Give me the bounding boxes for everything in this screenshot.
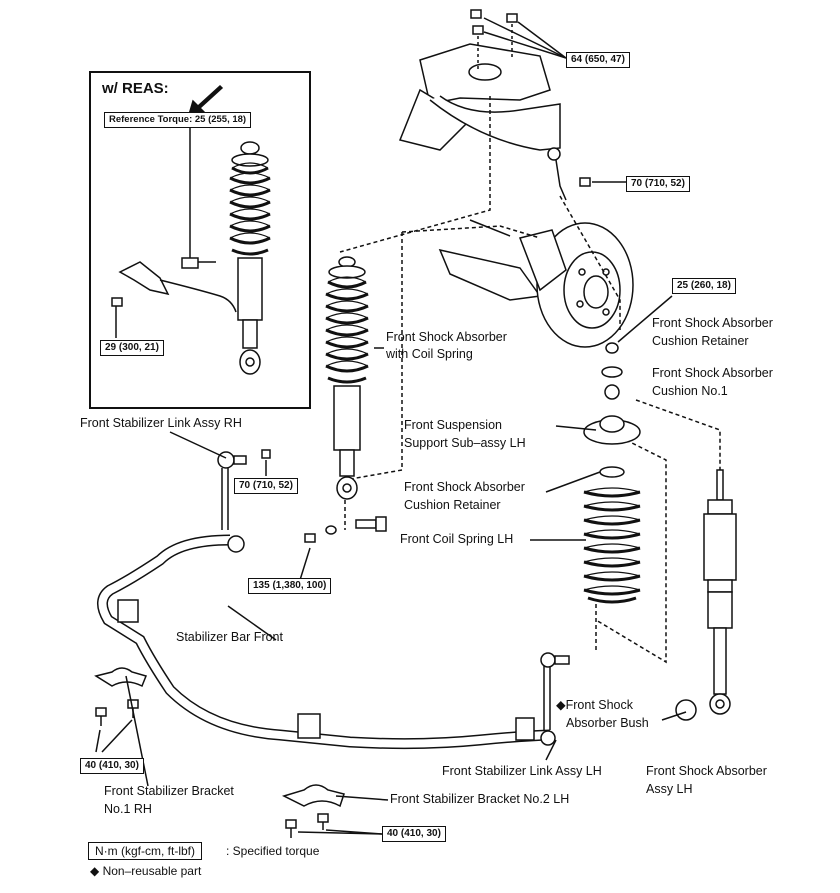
torque-top-nuts: 64 (650, 47) <box>566 52 630 68</box>
brake-disc-hub <box>518 222 634 348</box>
label-bush-2: Absorber Bush <box>566 716 649 730</box>
inset-sensor-harness <box>111 257 237 338</box>
shock-absorber-lh <box>703 469 737 715</box>
label-cushion-no1-2: Cushion No.1 <box>652 384 728 398</box>
stabilizer-link-lh <box>540 652 570 746</box>
inset-frame <box>89 71 311 409</box>
upper-mount-parts <box>583 342 641 478</box>
coil-spring-lh <box>583 487 641 604</box>
label-cushion-retainer-top-2: Cushion Retainer <box>652 334 749 348</box>
label-bracket-rh-1: Front Stabilizer Bracket <box>104 784 234 798</box>
top-nuts <box>470 9 518 70</box>
lower-bolt <box>299 516 387 581</box>
label-cushion-retainer-low-1: Front Shock Absorber <box>404 480 525 494</box>
label-shock-lh-1: Front Shock Absorber <box>646 764 767 778</box>
torque-lower-bolt: 135 (1,380, 100) <box>248 578 332 594</box>
stabilizer-bar <box>97 534 551 750</box>
torque-bracket-no2: 40 (410, 30) <box>382 826 446 842</box>
legend-unit-box: N·m (kgf-cm, ft-lbf) <box>88 842 202 860</box>
label-support-1: Front Suspension <box>404 418 502 432</box>
legend-unit-desc: : Specified torque <box>226 844 320 858</box>
label-bracket-no2: Front Stabilizer Bracket No.2 LH <box>390 792 570 806</box>
label-shock-lh-2: Assy LH <box>646 782 693 796</box>
inset-shock-absorber <box>229 141 271 375</box>
label-cushion-retainer-low-2: Cushion Retainer <box>404 498 501 512</box>
torque-link-rh: 70 (710, 52) <box>234 478 298 494</box>
torque-cushion-nut: 25 (260, 18) <box>672 278 736 294</box>
upper-frame-and-arm <box>398 43 567 301</box>
label-shock-spring-2: with Coil Spring <box>386 347 473 361</box>
label-bracket-rh-2: No.1 RH <box>104 802 152 816</box>
inset-torque-box: 29 (300, 21) <box>100 340 164 356</box>
shock-bush <box>675 699 697 721</box>
label-support-2: Support Sub–assy LH <box>404 436 526 450</box>
label-cushion-no1-1: Front Shock Absorber <box>652 366 773 380</box>
label-bush-1: ◆Front Shock <box>556 698 634 712</box>
label-stab-bar: Stabilizer Bar Front <box>176 630 283 644</box>
label-cushion-retainer-top-1: Front Shock Absorber <box>652 316 773 330</box>
reference-torque-box: Reference Torque: 25 (255, 18) <box>104 112 252 128</box>
stabilizer-link-rh <box>217 449 271 553</box>
torque-bracket-rh: 40 (410, 30) <box>80 758 144 774</box>
label-link-lh: Front Stabilizer Link Assy LH <box>442 764 602 778</box>
bracket-rh <box>94 667 148 726</box>
bracket-no2 <box>281 784 345 838</box>
label-coil-spring: Front Coil Spring LH <box>400 532 514 546</box>
legend-nonreusable: ◆ Non–reusable part <box>90 864 202 878</box>
label-link-rh: Front Stabilizer Link Assy RH <box>80 416 242 430</box>
shock-with-coil-spring <box>325 256 369 500</box>
label-shock-spring-1: Front Shock Absorber <box>386 330 507 344</box>
torque-knuckle: 70 (710, 52) <box>626 176 690 192</box>
inset-title: w/ REAS: <box>102 80 169 97</box>
